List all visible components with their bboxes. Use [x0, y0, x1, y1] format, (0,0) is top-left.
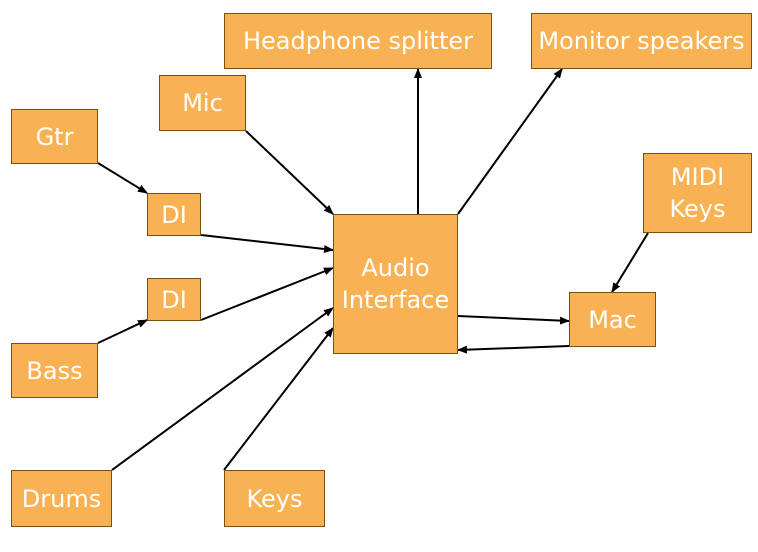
node-label: Mic	[182, 89, 223, 117]
arrow-di-bass-to-audio-interface	[200, 267, 334, 321]
arrow-gtr-to-di-guitar	[97, 162, 148, 194]
node-label: DI	[161, 200, 187, 229]
node-gtr: Gtr	[11, 109, 98, 164]
node-mac: Mac	[569, 292, 656, 347]
node-label: Gtr	[35, 122, 74, 151]
node-label: Mac	[588, 305, 637, 334]
node-label: Drums	[21, 484, 102, 513]
node-mic: Mic	[159, 75, 246, 131]
arrow-keys-to-audio-interface	[223, 327, 334, 471]
node-label: Bass	[26, 356, 83, 385]
node-drums: Drums	[11, 470, 112, 527]
arrow-bass-to-di-bass	[97, 319, 148, 344]
node-di-bass: DI	[147, 278, 201, 321]
arrow-mic-to-audio-interface	[245, 130, 334, 215]
node-label: DI	[161, 285, 187, 314]
arrow-audio-interface-to-mac	[457, 315, 570, 325]
arrow-mac-to-audio-interface	[457, 345, 570, 354]
node-label: Monitor speakers	[538, 27, 745, 55]
node-bass: Bass	[11, 343, 98, 398]
node-label: Audio Interface	[341, 254, 450, 314]
node-headphone-splitter: Headphone splitter	[224, 13, 492, 69]
arrow-di-guitar-to-audio-interface	[200, 234, 334, 253]
node-label: MIDI Keys	[669, 163, 726, 223]
arrow-drums-to-audio-interface	[111, 307, 334, 471]
arrow-audio-interface-to-monitor-speakers	[457, 68, 563, 215]
node-keys: Keys	[224, 470, 325, 527]
node-label: Headphone splitter	[242, 27, 473, 55]
node-audio-interface: Audio Interface	[333, 214, 458, 354]
node-di-guitar: DI	[147, 193, 201, 236]
node-midi-keys: MIDI Keys	[643, 153, 752, 233]
arrow-midi-keys-to-mac	[611, 232, 649, 293]
node-monitor-speakers: Monitor speakers	[531, 13, 752, 69]
node-label: Keys	[246, 484, 303, 513]
